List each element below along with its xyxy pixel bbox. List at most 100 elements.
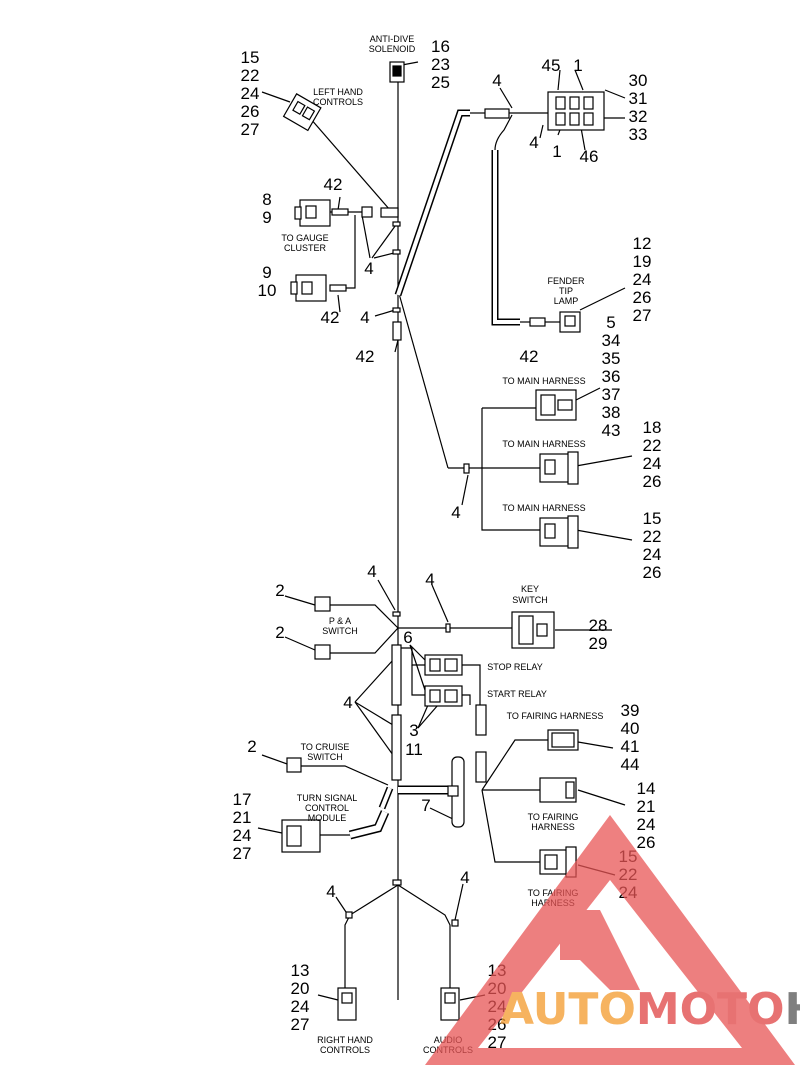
label-line: TO FAIRING bbox=[528, 812, 579, 822]
watermark-letter-a-icon bbox=[560, 910, 640, 990]
callout-mid-4a: 4 bbox=[367, 562, 376, 581]
label-line: HARNESS bbox=[531, 822, 575, 832]
callout-bottom-4b: 4 bbox=[460, 868, 469, 887]
callout-number: 9 bbox=[262, 263, 271, 282]
callout-top-connector-4b: 4 bbox=[529, 133, 538, 152]
callout-number: 39 bbox=[621, 701, 640, 720]
callout-number: 28 bbox=[589, 616, 608, 635]
callout-number: 26 bbox=[633, 288, 652, 307]
callout-number: 26 bbox=[643, 472, 662, 491]
callout-number: 37 bbox=[602, 385, 621, 404]
label-line: FENDER bbox=[547, 276, 585, 286]
callout-pa-2b: 2 bbox=[275, 623, 284, 642]
callout-number: 16 bbox=[431, 37, 450, 56]
callout-number: 23 bbox=[431, 55, 450, 74]
callout-number: 15 bbox=[643, 509, 662, 528]
callout-number: 32 bbox=[629, 107, 648, 126]
label-to-main-harness-2: TO MAIN HARNESS bbox=[502, 439, 585, 449]
label-line: SOLENOID bbox=[369, 44, 416, 54]
callout-number: 38 bbox=[602, 403, 621, 422]
callout-gauge-4: 4 bbox=[364, 259, 373, 278]
label-line: CONTROLS bbox=[320, 1045, 370, 1055]
callout-number: 27 bbox=[633, 306, 652, 325]
callout-number: 24 bbox=[637, 815, 656, 834]
callout-relay-6: 6 bbox=[403, 628, 412, 647]
callout-top-connector-46: 46 bbox=[580, 147, 599, 166]
callout-top-connector-1a: 1 bbox=[573, 56, 582, 75]
callout-number: 27 bbox=[488, 1033, 507, 1052]
harness-loops bbox=[348, 109, 520, 840]
callout-number: 17 bbox=[233, 790, 252, 809]
callout-gauge-lower-42: 42 bbox=[321, 308, 340, 327]
callout-number: 33 bbox=[629, 125, 648, 144]
label-line: SWITCH bbox=[512, 595, 548, 605]
callout-main-split-4: 4 bbox=[451, 503, 460, 522]
callout-pa-2a: 2 bbox=[275, 581, 284, 600]
label-start-relay: START RELAY bbox=[487, 689, 547, 699]
watermark-part: MOTO bbox=[636, 984, 785, 1035]
callout-relay-11: 11 bbox=[405, 740, 423, 759]
callout-number: 40 bbox=[621, 719, 640, 738]
label-line: CONTROL bbox=[305, 803, 349, 813]
label-line: ANTI-DIVE bbox=[370, 34, 415, 44]
label-line: MODULE bbox=[308, 813, 347, 823]
label-line: TO CRUISE bbox=[301, 742, 350, 752]
callout-gauge-upper-42: 42 bbox=[324, 175, 343, 194]
label-line: TO GAUGE bbox=[281, 233, 328, 243]
label-line: LAMP bbox=[554, 296, 579, 306]
callout-top-4: 4 bbox=[492, 71, 501, 90]
label-stop-relay: STOP RELAY bbox=[487, 662, 543, 672]
callout-number: 24 bbox=[233, 826, 252, 845]
callout-number: 13 bbox=[291, 961, 310, 980]
label-to-main-harness-1: TO MAIN HARNESS bbox=[502, 376, 585, 386]
label-line: KEY bbox=[521, 584, 539, 594]
callout-number: 22 bbox=[643, 436, 662, 455]
label-line: RIGHT HAND bbox=[317, 1035, 373, 1045]
callout-number: 41 bbox=[621, 737, 640, 756]
callout-relay-3: 3 bbox=[409, 721, 418, 740]
label-to-main-harness-3: TO MAIN HARNESS bbox=[502, 503, 585, 513]
callout-number: 9 bbox=[262, 208, 271, 227]
callout-number: 20 bbox=[291, 979, 310, 998]
callout-fender-42: 42 bbox=[520, 347, 539, 366]
callout-bottom-4a: 4 bbox=[326, 882, 335, 901]
callout-number: 35 bbox=[602, 349, 621, 368]
callout-top-connector-45: 45 bbox=[542, 56, 561, 75]
callout-number: 10 bbox=[258, 281, 277, 300]
callout-number: 25 bbox=[431, 73, 450, 92]
callout-top-connector-1b: 1 bbox=[552, 142, 561, 161]
callout-number: 43 bbox=[602, 421, 621, 440]
watermark-text: AUTOMOTOHUB bbox=[500, 984, 800, 1035]
label-line: SWITCH bbox=[307, 752, 343, 762]
label-line: CLUSTER bbox=[284, 243, 327, 253]
callout-number: 24 bbox=[643, 545, 662, 564]
callout-number: 8 bbox=[262, 190, 271, 209]
label-line: TIP bbox=[559, 286, 573, 296]
label-line: P & A bbox=[329, 616, 351, 626]
label-line: CONTROLS bbox=[313, 97, 363, 107]
callout-number: 27 bbox=[291, 1015, 310, 1034]
label-line: LEFT HAND bbox=[313, 87, 363, 97]
callout-trunk-4: 4 bbox=[360, 308, 369, 327]
callout-number: 22 bbox=[643, 527, 662, 546]
callout-number: 31 bbox=[629, 89, 648, 108]
callout-number: 24 bbox=[633, 270, 652, 289]
callout-number: 26 bbox=[637, 833, 656, 852]
